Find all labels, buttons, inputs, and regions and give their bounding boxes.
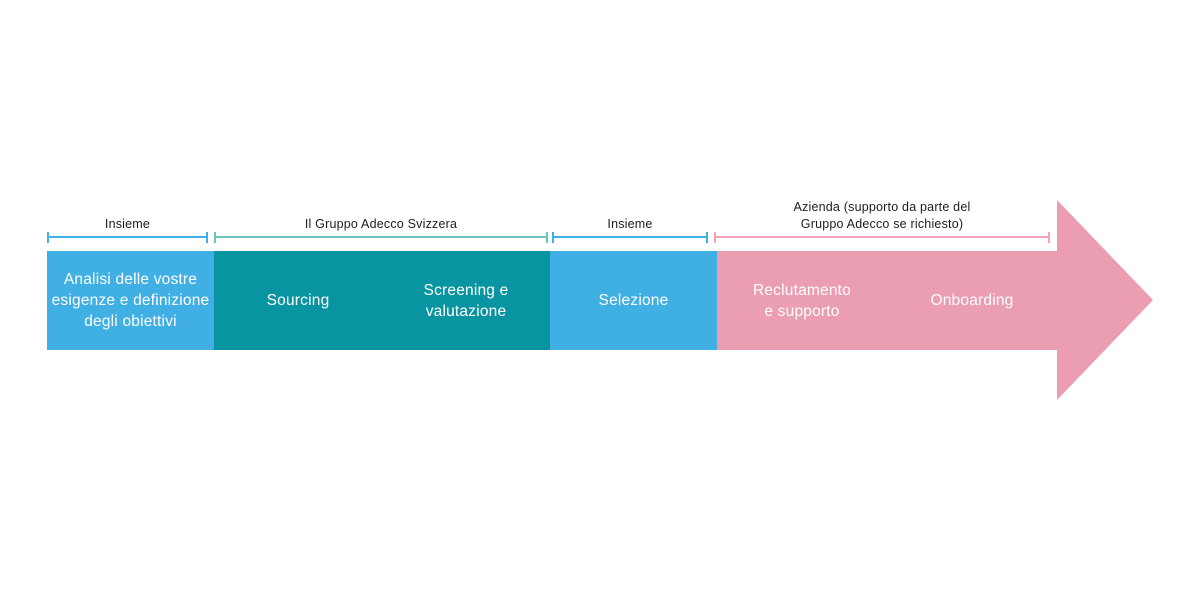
bracket-right-tick	[206, 232, 208, 243]
bracket-insieme-1	[47, 232, 208, 243]
segment-selezione: Selezione	[550, 251, 717, 350]
bracket-label-insieme-2: Insieme	[607, 216, 653, 231]
segment-analisi: Analisi delle vostre esigenze e definizi…	[47, 251, 214, 350]
segment-screening: Screening e valutazione	[382, 251, 550, 350]
bracket-right-tick	[1048, 232, 1050, 243]
bracket-right-tick	[546, 232, 548, 243]
bracket-line	[552, 236, 708, 238]
segment-label: Analisi delle vostre esigenze e definizi…	[51, 271, 210, 330]
segment-label: Reclutamento e supporto	[752, 281, 852, 320]
bracket-gruppo-adecco-svizzera	[214, 232, 548, 243]
bracket-right-tick	[706, 232, 708, 243]
segment-label: Sourcing	[266, 292, 330, 309]
bracket-line	[47, 236, 208, 238]
bracket-insieme-2	[552, 232, 708, 243]
segment-sourcing: Sourcing	[214, 251, 382, 350]
bracket-label-insieme-1: Insieme	[104, 216, 151, 231]
arrow-head-icon	[1057, 200, 1153, 400]
segment-label: Onboarding	[930, 292, 1014, 309]
bracket-label-azienda: Azienda (supporto da parte del Gruppo Ad…	[793, 200, 971, 231]
bracket-line	[214, 236, 548, 238]
segment-label: Selezione	[598, 292, 669, 309]
segment-onboarding: Onboarding	[887, 251, 1057, 350]
bracket-line	[714, 236, 1050, 238]
segment-label: Screening e valutazione	[423, 281, 509, 320]
segment-reclutamento: Reclutamento e supporto	[717, 251, 887, 350]
bracket-azienda	[714, 232, 1050, 243]
bracket-label-gruppo-adecco-svizzera: Il Gruppo Adecco Svizzera	[304, 216, 458, 231]
